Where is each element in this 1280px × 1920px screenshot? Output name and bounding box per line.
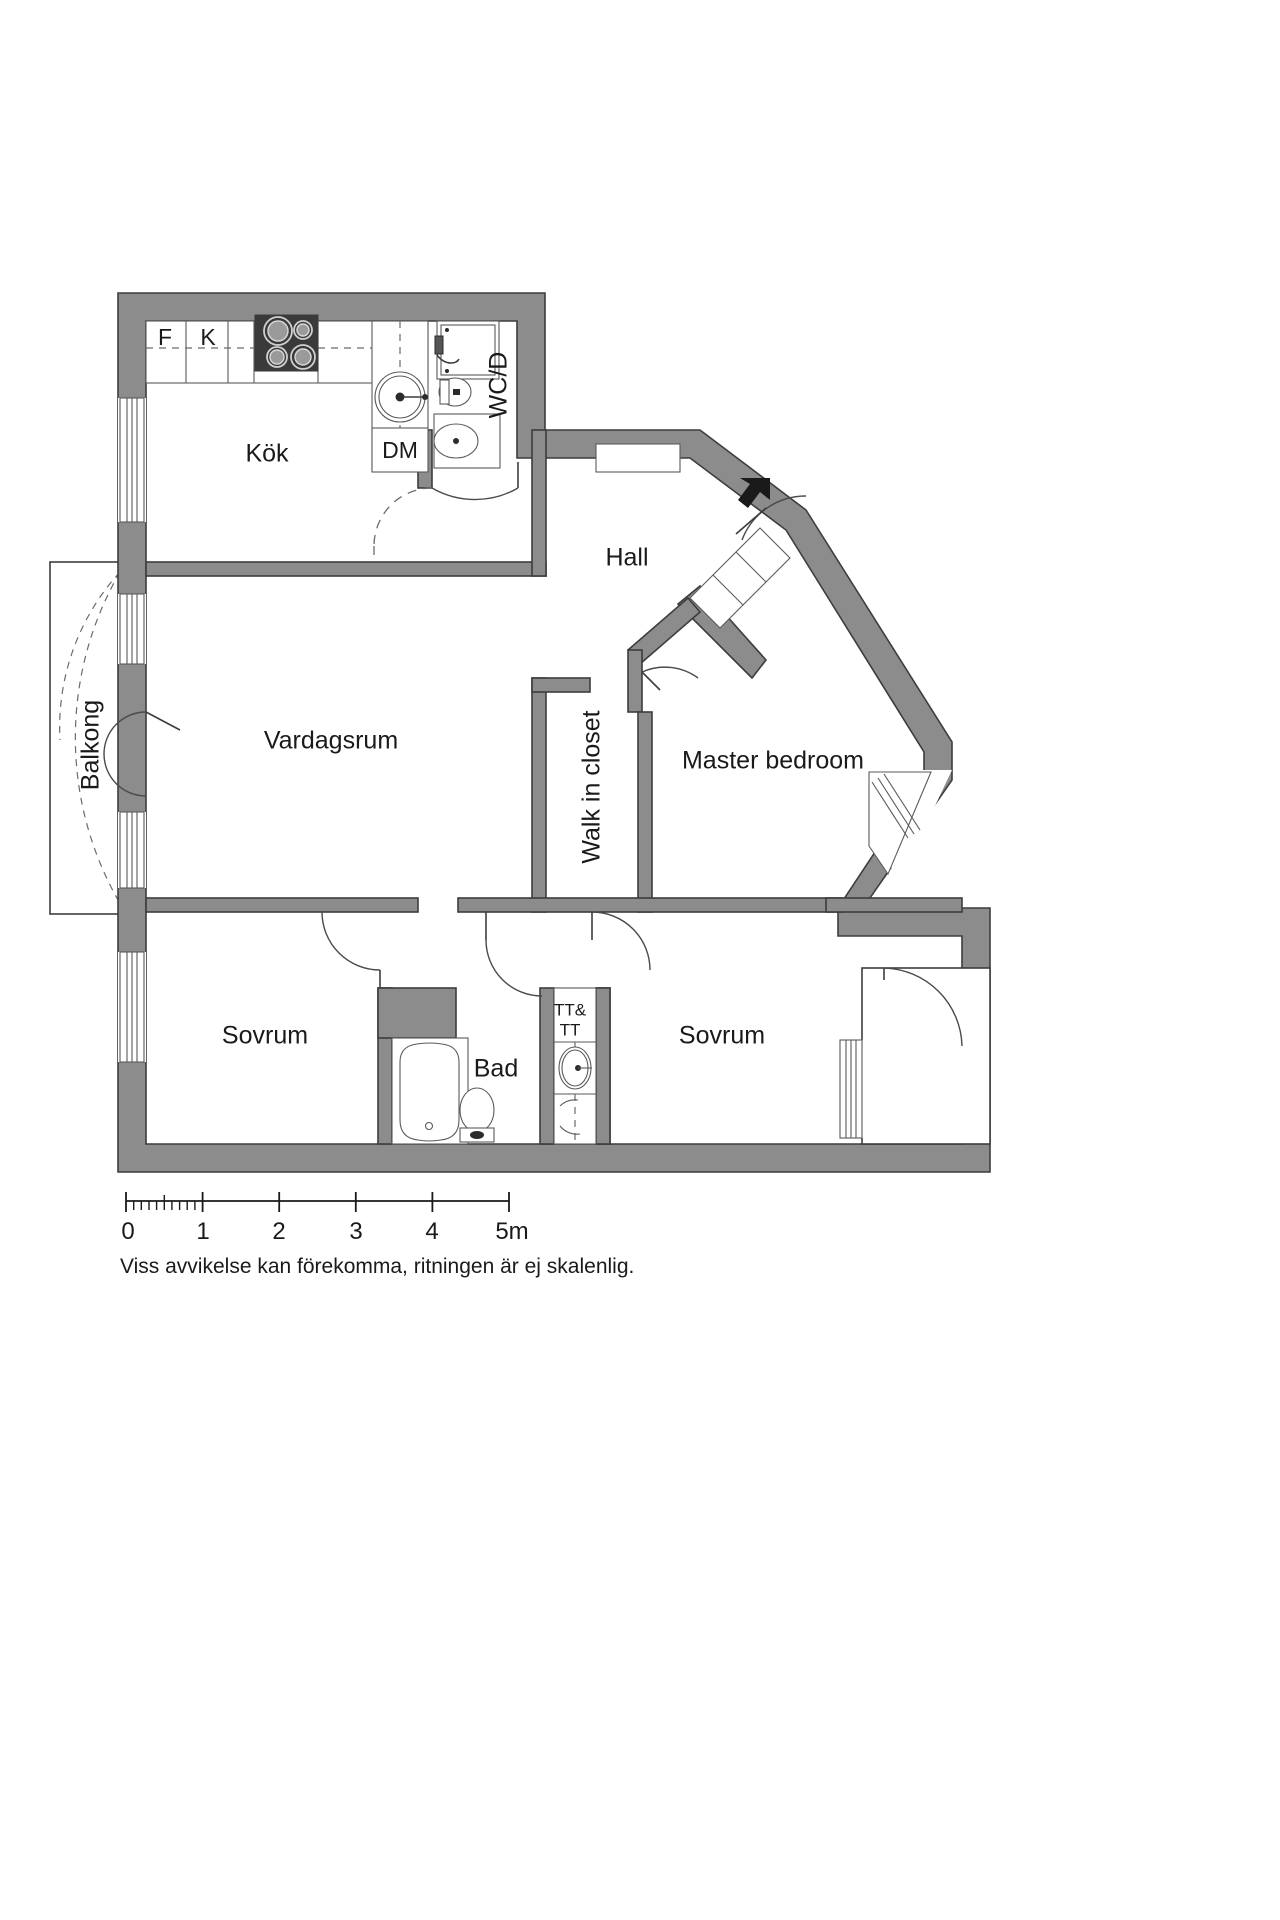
- room-label-balkong: Balkong: [77, 700, 105, 790]
- scale-tick-label-2: 2: [272, 1218, 285, 1245]
- appliance-label-freezer: K: [200, 324, 216, 350]
- room-label-sovrum-right: Sovrum: [679, 1022, 765, 1050]
- kitchen-fittings: [145, 314, 429, 473]
- scale-tick-label-4: 4: [425, 1218, 438, 1245]
- scale-bar: 0 1 2 3 4 5m: [121, 1192, 529, 1245]
- appliance-label-dishwasher: DM: [382, 437, 418, 463]
- scale-tick-label-1: 1: [196, 1218, 209, 1245]
- appliance-label-fridge: F: [158, 324, 172, 350]
- entrance-arrow-icon: [738, 478, 770, 508]
- right-annex-outline: [861, 967, 991, 1145]
- room-label-walk-in-closet: Walk in closet: [578, 710, 606, 863]
- windows-left-wall: [103, 397, 181, 1063]
- appliance-label-laundry-1: TT&: [554, 1000, 587, 1019]
- appliance-labels: F K DM TT& TT: [158, 324, 587, 1039]
- room-label-hall: Hall: [605, 544, 648, 572]
- window-master-bedroom: [864, 770, 952, 880]
- room-label-master-bedroom: Master bedroom: [682, 747, 864, 775]
- hall-closets: [595, 443, 791, 629]
- room-label-kok: Kök: [245, 440, 289, 468]
- room-label-vardagsrum: Vardagsrum: [264, 727, 398, 755]
- interior-walls: [145, 429, 963, 1145]
- disclaimer-text: Viss avvikelse kan förekomma, ritningen …: [120, 1255, 634, 1278]
- balcony-outline: [49, 561, 123, 915]
- room-labels: Kök WC/D Hall Balkong Vardagsrum Walk in…: [77, 352, 864, 1083]
- scale-tick-label-5: 5m: [495, 1218, 528, 1245]
- room-label-sovrum-left: Sovrum: [222, 1022, 308, 1050]
- bathroom-fittings: [391, 1037, 495, 1145]
- scale-tick-label-3: 3: [349, 1218, 362, 1245]
- appliance-label-laundry-2: TT: [560, 1020, 581, 1039]
- window-right-bedroom: [838, 1039, 864, 1139]
- scale-tick-label-0: 0: [121, 1218, 134, 1245]
- laundry-niche: [553, 987, 597, 1145]
- entrance-door: [735, 478, 807, 541]
- wcd-fittings: [433, 320, 501, 469]
- room-label-bad: Bad: [474, 1055, 518, 1083]
- room-label-wc-d: WC/D: [485, 352, 513, 419]
- door-swings: [321, 462, 699, 997]
